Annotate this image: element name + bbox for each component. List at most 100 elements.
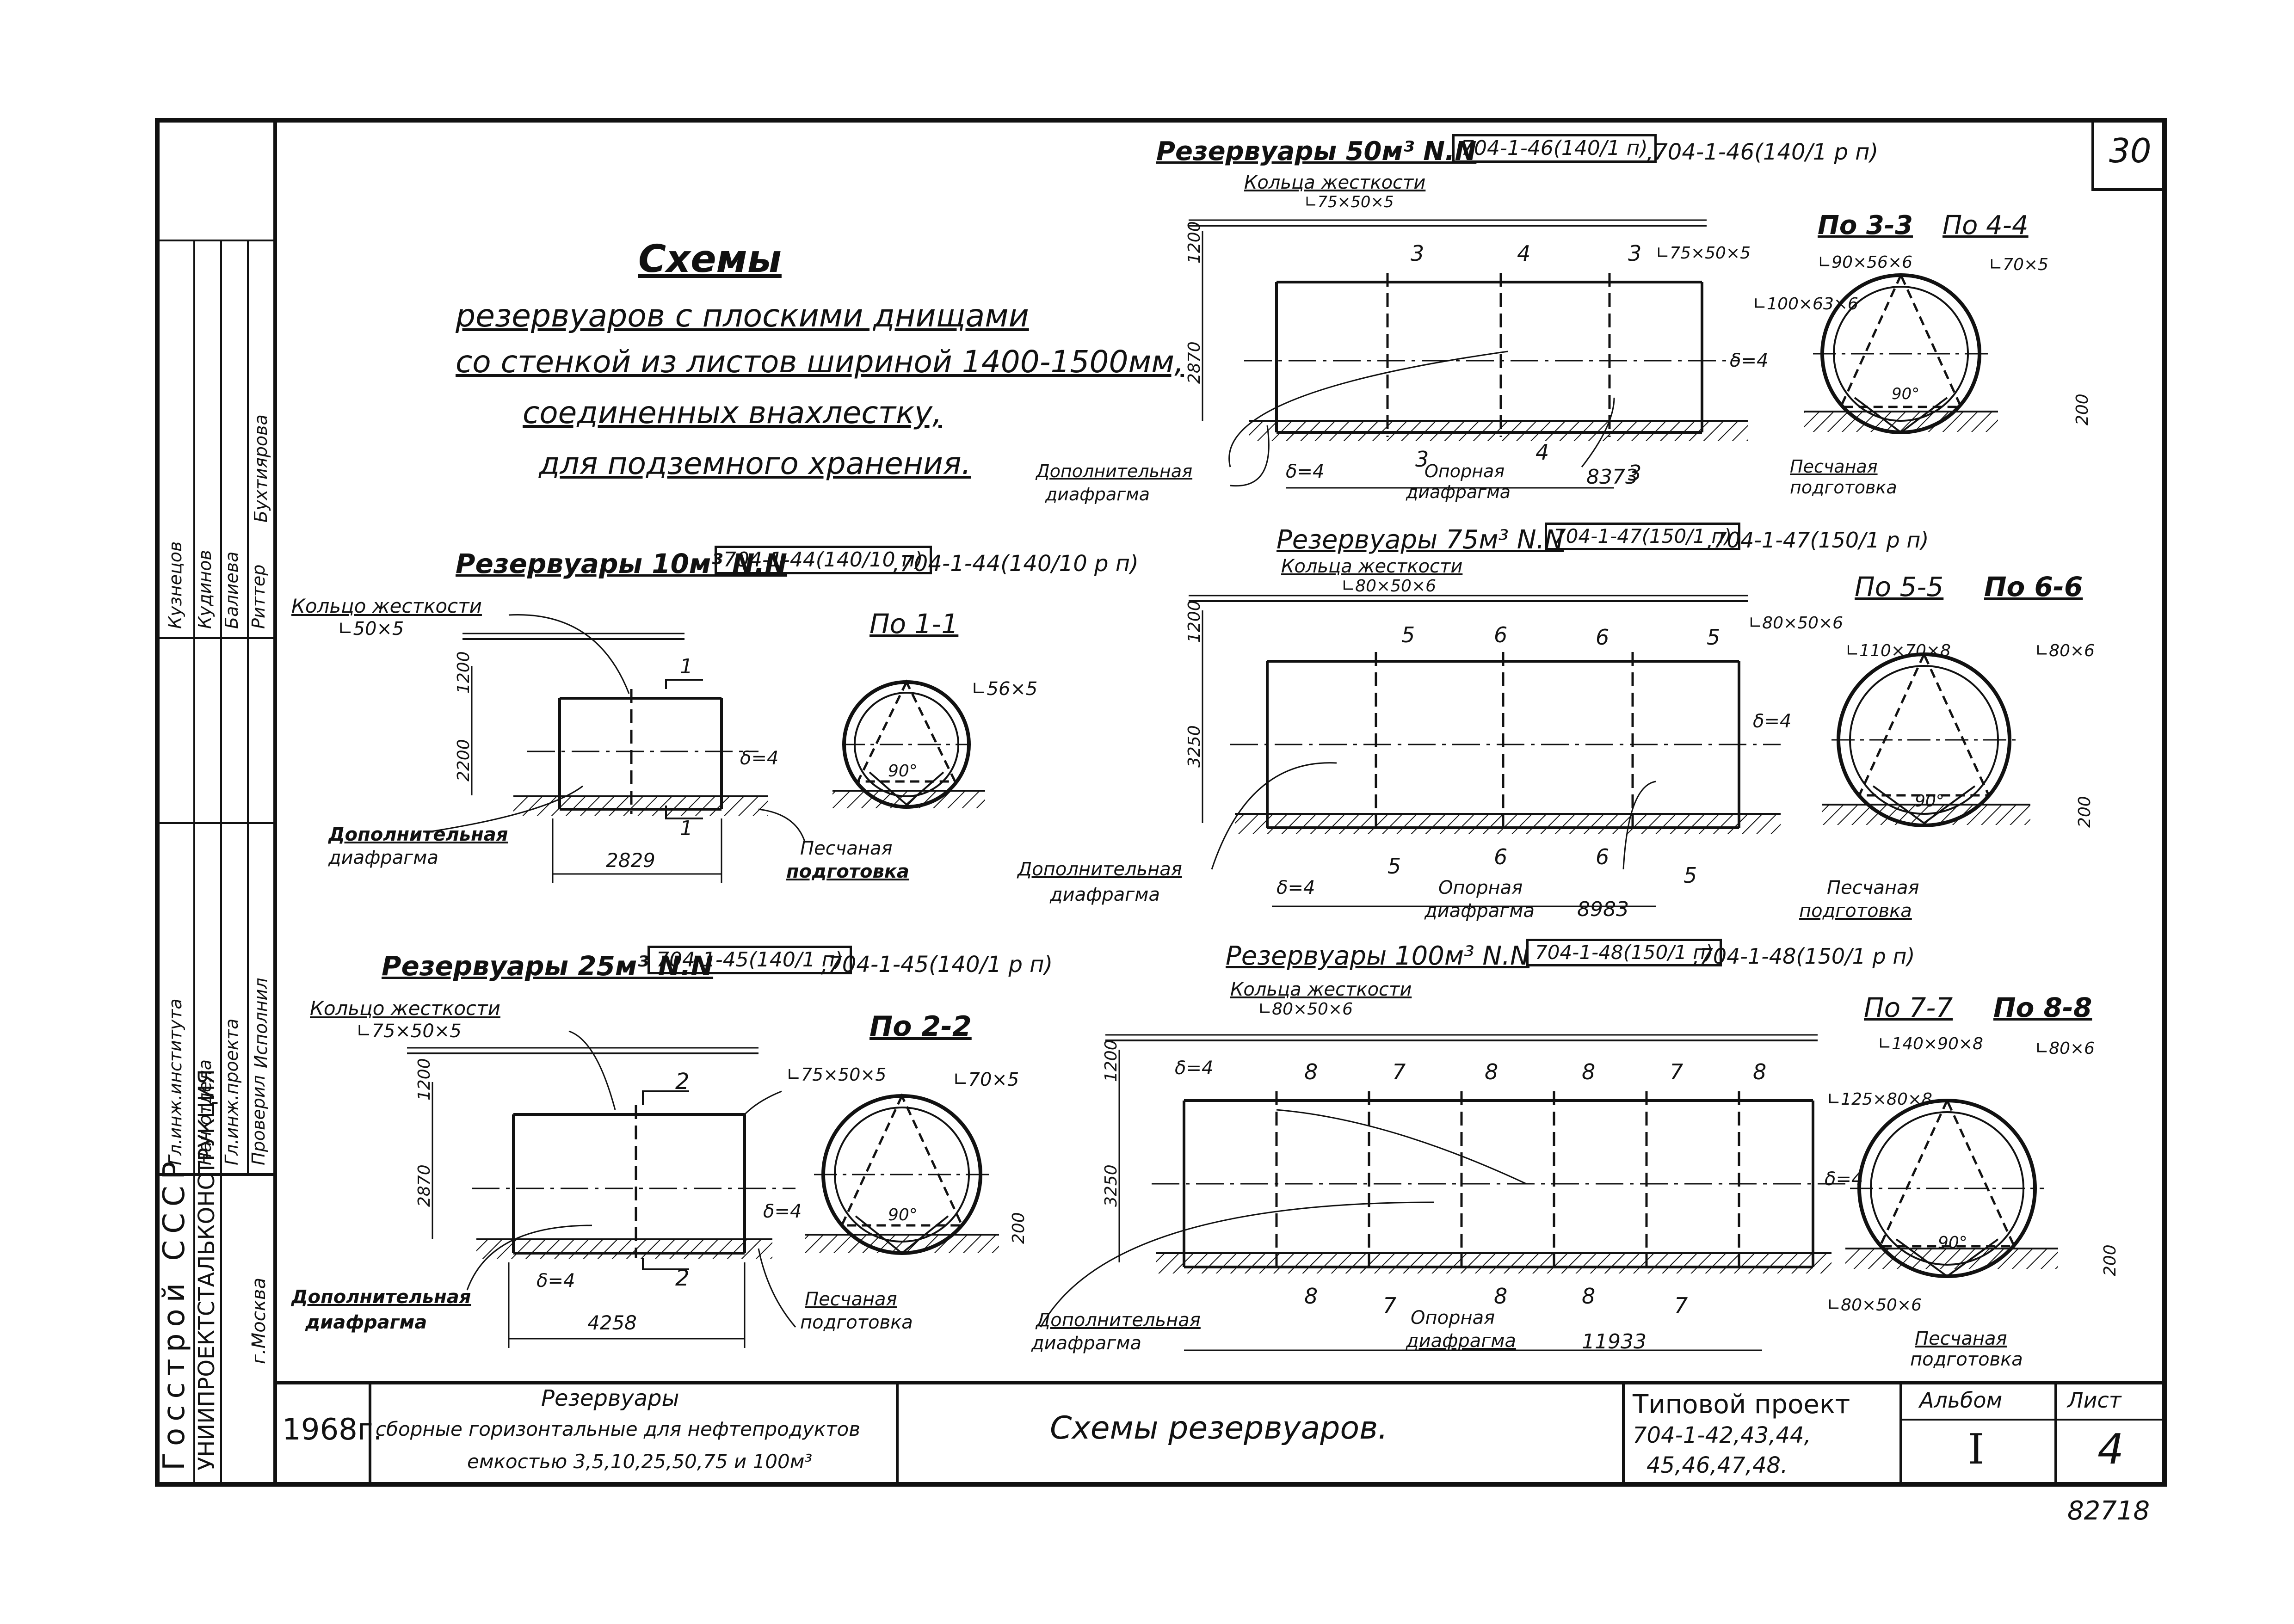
tank-100-mark-9: 8 [1494, 1284, 1508, 1309]
tank-50-diaphragm-2: диафрагма [1045, 484, 1150, 504]
tank-10-delta: δ=4 [740, 748, 779, 769]
tank-75-section [1822, 652, 2030, 827]
tank-75-mark-8: 5 [1684, 863, 1697, 888]
tank-25-ring-profile: ∟75×50×5 [356, 1021, 462, 1042]
tank-50-ring-label: Кольца жесткости [1244, 172, 1426, 193]
tank-75-mark-6: 6 [1494, 844, 1508, 869]
tank-100-circle-profile-3: ∟80×6 [2035, 1039, 2095, 1058]
main-title-line-3: со стенкой из листов шириной 1400-1500мм… [456, 344, 1184, 380]
role-chief-engineer-project: Гл.инж.проекта [222, 1018, 242, 1165]
role-head-of-department: Нач отдела [195, 1059, 215, 1165]
tank-50-shell-profile: ∟75×50×5 [1656, 244, 1751, 263]
tank-100-code: 704-1-48(150/1 п) [1526, 939, 1722, 966]
tank-100-mark-3: 8 [1485, 1059, 1498, 1084]
tank-25-elevation [407, 1030, 796, 1348]
tank-25-dim-diameter: 2870 [415, 1164, 434, 1207]
tank-100-title: Резервуары 100м³ N.N [1226, 941, 1529, 971]
name-kudinov: Кудинов [195, 550, 215, 629]
tank-75-shell-profile: ∟80×50×6 [1748, 614, 1844, 633]
name-ritter: Риттер [248, 564, 269, 629]
tank-100-mark-5: 7 [1670, 1059, 1684, 1084]
tank-75-sand-1: Песчаная [1827, 877, 1919, 898]
tank-50-diaphragm-1: Дополнительная [1036, 461, 1193, 481]
sheet-value: 4 [2097, 1425, 2124, 1474]
tank-75-diaphragm-2: диафрагма [1050, 884, 1160, 905]
tank-25-delta-bottom: δ=4 [536, 1270, 575, 1292]
tank-50-code: 704-1-46(140/1 п) [1452, 134, 1657, 163]
tank-100-support-1: Опорная [1411, 1307, 1495, 1329]
album-label: Альбом [1919, 1388, 2003, 1413]
tank-50-mark-1: 3 [1411, 241, 1424, 266]
tank-10-dim-top: 1200 [454, 651, 473, 694]
tank-50-dim-top: 1200 [1185, 221, 1204, 264]
tank-10-code-alt: ,704-1-44(140/10 р п) [893, 551, 1139, 577]
tank-50-circle-profile-1: ∟90×56×6 [1818, 253, 1913, 272]
tank-25-section-title: По 2-2 [870, 1010, 972, 1043]
tank-10-dim-diameter: 2200 [454, 739, 473, 781]
tank-10-diaphragm-2: диафрагма [328, 847, 438, 868]
tank-100-circle-profile-1: ∟140×90×8 [1878, 1034, 1983, 1053]
tank-50-support-1: Опорная [1424, 461, 1505, 481]
tank-75-diaphragm-1: Дополнительная [1018, 859, 1182, 880]
tank-100-ring-profile: ∟80×50×6 [1258, 1000, 1353, 1019]
sheet-title: Схемы резервуаров. [1050, 1410, 1388, 1446]
tank-100-mark-1: 8 [1304, 1059, 1318, 1084]
tank-50-section-title-2: По 4-4 [1942, 210, 2029, 240]
object-title-3: емкостью 3,5,10,25,50,75 и 100м³ [467, 1450, 813, 1473]
tank-50-elevation [1189, 219, 1748, 489]
tank-50-code-alt: ,704-1-46(140/1 р п) [1646, 139, 1879, 165]
tank-25-delta: δ=4 [763, 1201, 802, 1222]
tank-100-diaphragm-1: Дополнительная [1036, 1310, 1201, 1331]
project-label: Типовой проект [1633, 1390, 1850, 1420]
role-checked: Проверил [248, 1075, 269, 1165]
tank-75-angle: 90° [1915, 792, 1944, 811]
tank-75-code: 704-1-47(150/1 п) [1545, 523, 1741, 550]
tank-10-sand-1: Песчаная [800, 838, 893, 859]
tank-75-ring-label: Кольца жесткости [1281, 556, 1463, 577]
tank-25-mark-bottom: 2 [675, 1265, 690, 1291]
tank-50-support-2: диафрагма [1406, 482, 1511, 502]
object-title-1: Резервуары [541, 1385, 679, 1411]
main-title-line-5: для подземного хранения. [539, 446, 971, 481]
tank-75-support-2: диафрагма [1424, 900, 1535, 922]
tank-100-support-2: диафрагма [1406, 1330, 1516, 1352]
name-bukhtiyarova: Бухтиярова [251, 414, 271, 523]
org-city: г.Москва [248, 1278, 270, 1364]
tank-100-delta: δ=4 [1175, 1058, 1214, 1079]
tank-75-mark-7: 6 [1596, 844, 1610, 869]
tank-75-support-1: Опорная [1438, 877, 1523, 898]
tank-75-elevation [1189, 595, 1781, 907]
tank-10-circle-profile: ∟56×5 [971, 678, 1038, 700]
tank-25-sand-1: Песчаная [805, 1289, 897, 1310]
tank-100-shell-profile: ∟80×50×6 [1827, 1296, 1922, 1315]
tank-100-delta-right: δ=4 [1825, 1169, 1863, 1190]
tank-50-dim-length: 8373 [1586, 465, 1638, 489]
tank-100-dim-top: 1200 [1102, 1040, 1121, 1082]
org-gosstroy: Госстрой СССР [157, 1155, 191, 1470]
tank-10-angle: 90° [888, 762, 918, 781]
tank-50-ring-profile: ∟75×50×5 [1304, 193, 1394, 211]
tank-50-sand-2: подготовка [1790, 477, 1897, 498]
main-title-line-4: соединенных внахлестку, [523, 395, 942, 431]
tank-25-sand-2: подготовка [800, 1312, 913, 1333]
tank-75-delta-bottom: δ=4 [1276, 877, 1315, 898]
tank-100-angle: 90° [1938, 1233, 1967, 1252]
tank-25-shell-profile: ∟75×50×5 [786, 1064, 887, 1085]
tank-25-circle-profile: ∟70×5 [953, 1069, 1019, 1090]
tank-10-elevation [425, 614, 806, 883]
tank-50-delta: δ=4 [1730, 350, 1769, 371]
tank-100-mark-8: 7 [1383, 1293, 1397, 1318]
tank-100-diaphragm-2: диафрагма [1031, 1333, 1141, 1354]
archive-number: 82718 [2067, 1496, 2150, 1526]
tank-75-delta: δ=4 [1753, 711, 1792, 732]
outer-frame [155, 118, 2167, 1487]
tank-50-section [1804, 272, 1998, 434]
tank-100-sand-2: подготовка [1910, 1349, 2023, 1370]
name-kuznetsov: Кузнецов [165, 541, 185, 629]
tank-50-dim-diameter: 2870 [1185, 341, 1204, 384]
object-title-2: сборные горизонтальные для нефтепродукто… [376, 1418, 860, 1440]
tank-75-section-title-2: По 6-6 [1984, 571, 2083, 603]
tank-25-title: Резервуары 25м³ N.N [382, 950, 714, 982]
tank-25-section [805, 1093, 999, 1255]
tank-50-mark-5: 4 [1536, 440, 1549, 465]
